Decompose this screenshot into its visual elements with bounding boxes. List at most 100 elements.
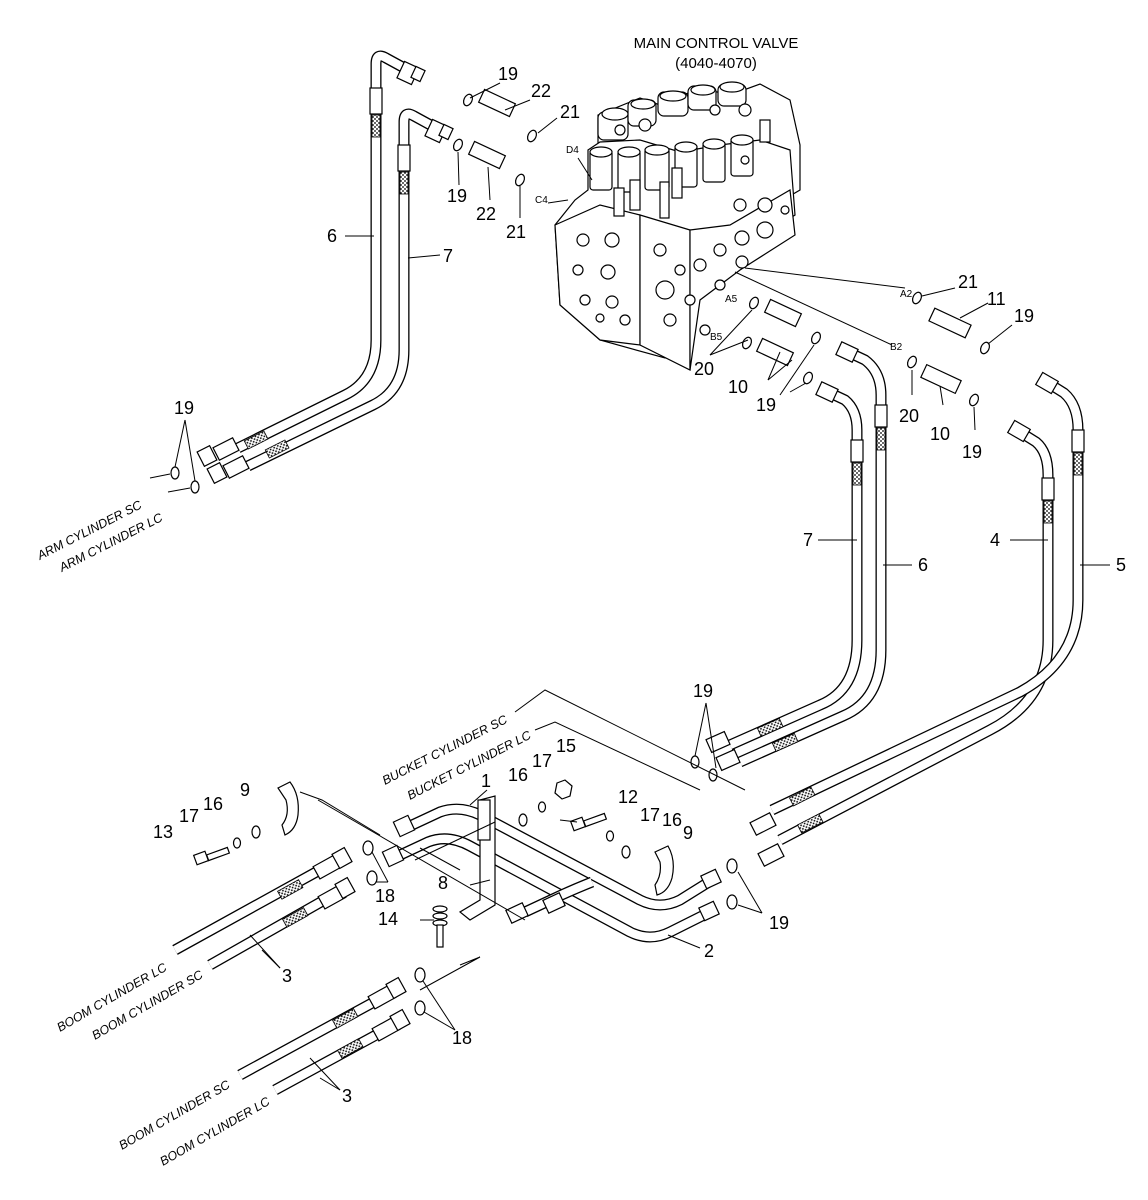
- callout-19-arm: 19: [174, 398, 194, 418]
- callout-9-left: 9: [240, 780, 250, 800]
- port-d4-label: D4: [566, 145, 579, 156]
- callout-13: 13: [153, 822, 173, 842]
- port-b2-label: B2: [890, 342, 903, 353]
- callout-14: 14: [378, 909, 398, 929]
- callout-17-left: 17: [179, 806, 199, 826]
- callout-19-top: 19: [498, 64, 518, 84]
- washer-17-left: [232, 837, 242, 849]
- callout-10-left: 10: [728, 377, 748, 397]
- callout-leaders: [174, 82, 1110, 1091]
- bolt-14: [432, 905, 448, 948]
- callout-21-mid: 21: [506, 222, 526, 242]
- callout-7-right: 7: [803, 530, 813, 550]
- callout-22-top: 22: [531, 81, 551, 101]
- adapter-22-top: [462, 88, 538, 143]
- cylinder-leaders: [299, 689, 746, 991]
- port-a5-label: A5: [725, 294, 738, 305]
- callout-16-left: 16: [203, 794, 223, 814]
- callout-3-top: 3: [282, 966, 292, 986]
- callout-6-left: 6: [327, 226, 337, 246]
- boom-oring-b: [726, 894, 738, 910]
- port-c4-label: C4: [535, 195, 548, 206]
- callout-21-top: 21: [560, 102, 580, 122]
- callout-12: 12: [618, 787, 638, 807]
- callout-19-right: 19: [1014, 306, 1034, 326]
- washer-17-right: [605, 830, 615, 842]
- bolt-12: [569, 812, 608, 832]
- callout-15: 15: [556, 736, 576, 756]
- arm-lc-oring: [190, 480, 200, 494]
- callout-1: 1: [481, 771, 491, 791]
- adapter-10-lower: [755, 337, 814, 385]
- washer-17-top: [537, 801, 547, 813]
- boom-pipe-1: [407, 803, 715, 911]
- boom-cyl-hose-lower-sc: [237, 985, 399, 1080]
- callout-17-right: 17: [640, 805, 660, 825]
- oring-20-lower: [741, 336, 753, 350]
- callout-2: 2: [704, 941, 714, 961]
- valve-title-line1: MAIN CONTROL VALVE: [634, 35, 799, 52]
- callout-17-top: 17: [532, 751, 552, 771]
- callout-19-boom: 19: [769, 913, 789, 933]
- callout-11: 11: [987, 289, 1006, 309]
- boom-hose-4: [777, 427, 1055, 845]
- boom-hose-5: [769, 378, 1085, 815]
- oring-20-upper: [748, 296, 760, 310]
- boom-cyl-hose-upper-lc: [172, 855, 341, 955]
- callout-18-bottom: 18: [452, 1028, 472, 1048]
- port-a2-label: A2: [900, 289, 913, 300]
- pipe-end-fittings: [381, 814, 723, 924]
- callout-5: 5: [1116, 555, 1126, 575]
- callout-numbers: 19 22 21 19 22 21 6 7 19 21 11 19 20 10 …: [153, 64, 1126, 1106]
- callout-20-right: 20: [899, 406, 919, 426]
- valve-title-line2: (4040-4070): [675, 55, 757, 72]
- callout-21-right: 21: [958, 272, 978, 292]
- valve-port-holes: [572, 103, 790, 336]
- label-boom-cylinder-lc-lower: BOOM CYLINDER LC: [158, 1094, 274, 1169]
- boom-cyl-hose-upper-sc: [207, 885, 345, 970]
- main-control-valve: [554, 81, 801, 371]
- arm-hose-6: [235, 50, 411, 453]
- oring-18-d: [414, 1000, 426, 1016]
- bolt-13: [192, 846, 231, 866]
- callout-19-bucket: 19: [693, 681, 713, 701]
- boom-hose-fittings: [749, 371, 1060, 868]
- bracket-8: [458, 795, 496, 921]
- callout-6-right: 6: [918, 555, 928, 575]
- oring-18-b: [366, 870, 378, 886]
- callout-7-left: 7: [443, 246, 453, 266]
- oring-18-a: [362, 840, 374, 856]
- oring-18-c: [414, 967, 426, 983]
- callout-10-right: 10: [930, 424, 950, 444]
- clamp-9-left: [277, 781, 299, 836]
- washer-16-left: [251, 825, 261, 839]
- callout-3-bottom: 3: [342, 1086, 352, 1106]
- boom-cyl-hose-fittings: [312, 846, 411, 1042]
- callout-18-top: 18: [375, 886, 395, 906]
- arm-hose-7: [245, 108, 439, 471]
- callout-8: 8: [438, 873, 448, 893]
- callout-16-right: 16: [662, 810, 682, 830]
- adapter-22-mid: [452, 138, 526, 187]
- adapter-10-upper: [763, 298, 822, 345]
- callout-4: 4: [990, 530, 1000, 550]
- port-b5-label: B5: [710, 332, 723, 343]
- arm-hose-fittings-bottom: [196, 436, 250, 485]
- callout-19-center: 19: [756, 395, 776, 415]
- bucket-lc-oring: [708, 768, 718, 782]
- label-boom-cylinder-sc-lower: BOOM CYLINDER SC: [117, 1077, 234, 1152]
- boom-pipe-2: [395, 833, 713, 943]
- callout-16-top: 16: [508, 765, 528, 785]
- callout-20-left: 20: [694, 359, 714, 379]
- nut-15: [554, 779, 573, 800]
- callout-19-far: 19: [962, 442, 982, 462]
- boom-oring-a: [726, 858, 738, 874]
- clamp-9-right: [654, 845, 674, 896]
- washer-16-top: [518, 813, 528, 827]
- adapter-11: [911, 291, 991, 355]
- arm-hose-fittings-top: [396, 60, 454, 144]
- callout-9-right: 9: [683, 823, 693, 843]
- arm-sc-oring: [170, 466, 180, 480]
- washer-16-right: [621, 845, 631, 859]
